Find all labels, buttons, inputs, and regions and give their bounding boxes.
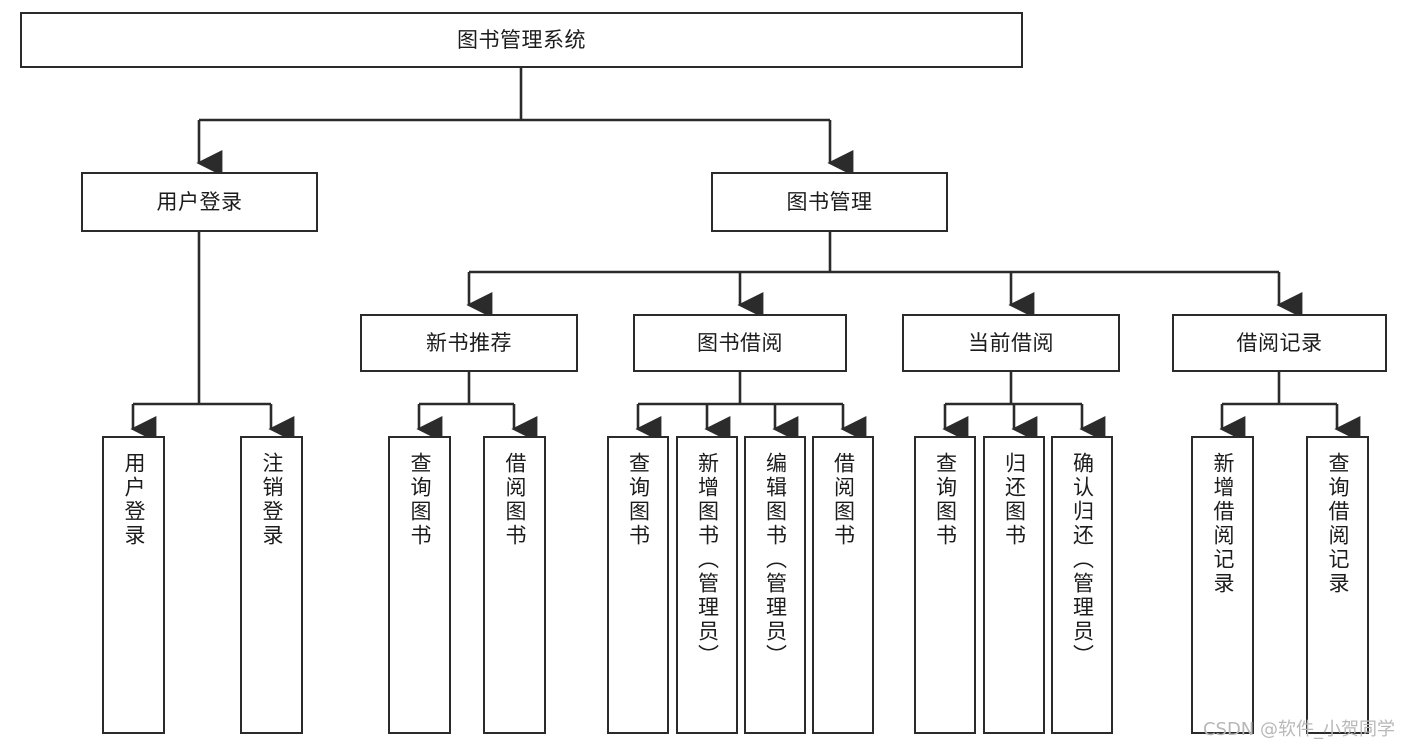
leaf-query-record[interactable]: 查询借阅记录 [1306, 436, 1369, 734]
leaf-query-book-1[interactable]: 查询图书 [388, 436, 451, 734]
node-current-borrow[interactable]: 当前借阅 [902, 314, 1120, 372]
leaf-add-book-label: 新增图书（管理员） [695, 452, 720, 668]
leaf-query-book-2[interactable]: 查询图书 [607, 436, 669, 734]
leaf-return-book[interactable]: 归还图书 [983, 436, 1045, 734]
node-user-login-label: 用户登录 [156, 189, 243, 214]
node-book-manage-label: 图书管理 [786, 189, 873, 214]
node-book-borrow-label: 图书借阅 [697, 330, 783, 355]
leaf-borrow-book-1[interactable]: 借阅图书 [483, 436, 546, 734]
leaf-borrow-book-2[interactable]: 借阅图书 [812, 436, 874, 734]
leaf-add-record[interactable]: 新增借阅记录 [1191, 436, 1254, 734]
node-book-borrow[interactable]: 图书借阅 [633, 314, 847, 372]
leaf-confirm-return[interactable]: 确认归还（管理员） [1051, 436, 1113, 734]
node-borrow-record-label: 借阅记录 [1236, 330, 1323, 355]
leaf-edit-book-label: 编辑图书（管理员） [763, 452, 788, 668]
leaf-confirm-return-label: 确认归还（管理员） [1070, 452, 1095, 668]
leaf-query-book-1-label: 查询图书 [408, 452, 432, 548]
leaf-add-record-label: 新增借阅记录 [1211, 452, 1235, 596]
node-borrow-record[interactable]: 借阅记录 [1172, 314, 1387, 372]
leaf-user-login[interactable]: 用户登录 [102, 436, 165, 734]
leaf-borrow-book-2-label: 借阅图书 [831, 452, 856, 548]
leaf-query-book-3-label: 查询图书 [933, 452, 958, 548]
node-root-label: 图书管理系统 [457, 27, 586, 52]
leaf-add-book[interactable]: 新增图书（管理员） [676, 436, 738, 734]
leaf-user-login-label: 用户登录 [122, 452, 146, 548]
leaf-query-book-2-label: 查询图书 [626, 452, 651, 548]
node-book-manage[interactable]: 图书管理 [711, 172, 948, 232]
leaf-logout[interactable]: 注销登录 [240, 436, 303, 734]
leaf-return-book-label: 归还图书 [1002, 452, 1027, 548]
node-new-book-recommend[interactable]: 新书推荐 [360, 314, 578, 372]
node-new-book-recommend-label: 新书推荐 [426, 330, 512, 355]
node-root[interactable]: 图书管理系统 [20, 12, 1023, 68]
leaf-borrow-book-1-label: 借阅图书 [503, 452, 527, 548]
node-current-borrow-label: 当前借阅 [968, 330, 1054, 355]
leaf-query-book-3[interactable]: 查询图书 [914, 436, 976, 734]
leaf-logout-label: 注销登录 [260, 452, 284, 548]
node-user-login[interactable]: 用户登录 [81, 172, 318, 232]
leaf-query-record-label: 查询借阅记录 [1326, 452, 1350, 596]
leaf-edit-book[interactable]: 编辑图书（管理员） [744, 436, 806, 734]
